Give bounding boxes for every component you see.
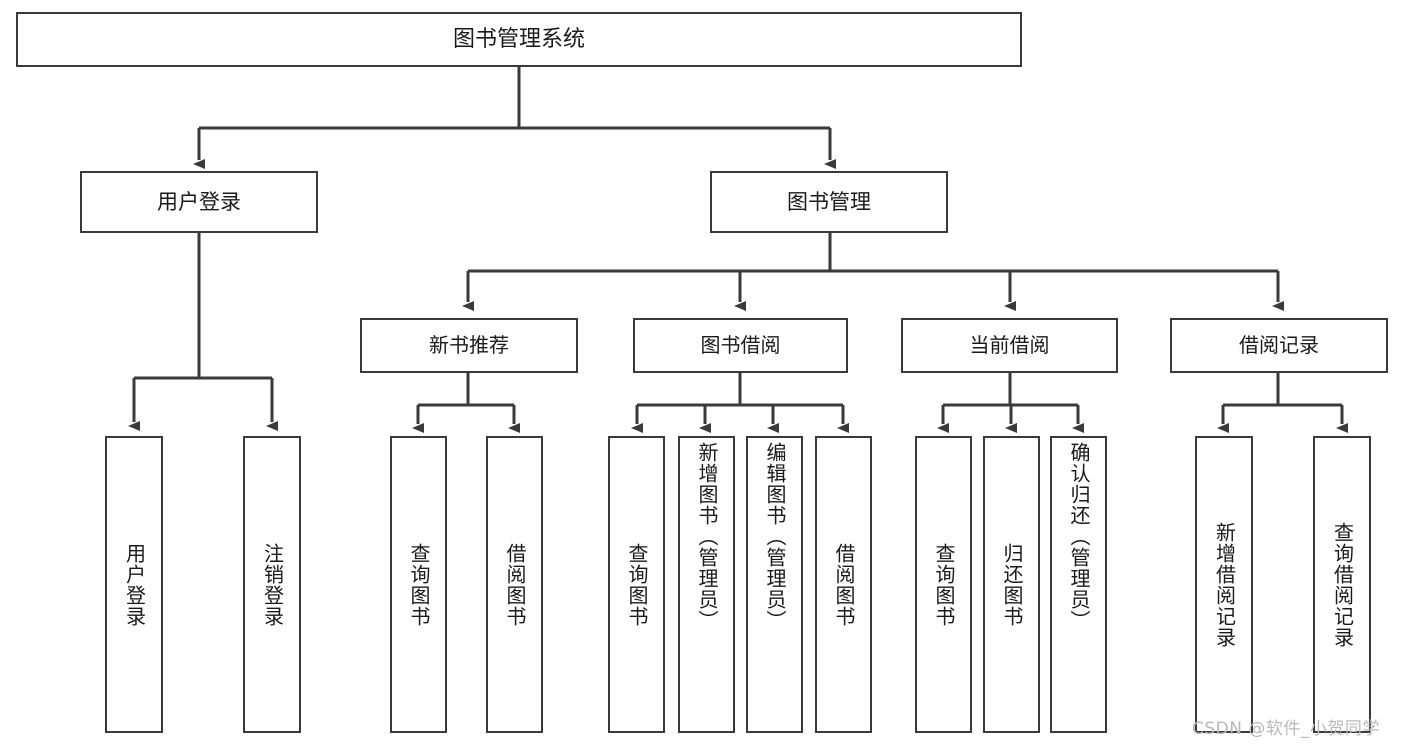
watermark-text: CSDN @软件_小贺同学 — [1192, 719, 1380, 739]
node-current-borrow[interactable]: 当前借阅 — [901, 318, 1118, 373]
node-book-borrow[interactable]: 图书借阅 — [633, 318, 848, 373]
leaf-edit-book[interactable]: 编辑图书（管理员） — [746, 436, 803, 733]
leaf-query-book-1[interactable]: 查询图书 — [390, 436, 447, 733]
node-borrow-record[interactable]: 借阅记录 — [1170, 318, 1388, 373]
node-user-login[interactable]: 用户登录 — [80, 171, 318, 233]
leaf-borrow-book-2[interactable]: 借阅图书 — [815, 436, 872, 733]
leaf-borrow-book-1[interactable]: 借阅图书 — [486, 436, 543, 733]
leaf-query-book-2[interactable]: 查询图书 — [608, 436, 665, 733]
leaf-return-book[interactable]: 归还图书 — [983, 436, 1040, 733]
leaf-add-record[interactable]: 新增借阅记录 — [1195, 436, 1253, 733]
leaf-user-logout[interactable]: 注销登录 — [243, 436, 301, 733]
node-new-book-recommend[interactable]: 新书推荐 — [360, 318, 578, 373]
leaf-query-record[interactable]: 查询借阅记录 — [1313, 436, 1371, 733]
leaf-confirm-return[interactable]: 确认归还（管理员） — [1050, 436, 1107, 733]
leaf-user-login[interactable]: 用户登录 — [105, 436, 163, 733]
node-book-manage[interactable]: 图书管理 — [710, 171, 948, 233]
leaf-query-book-3[interactable]: 查询图书 — [915, 436, 972, 733]
leaf-add-book[interactable]: 新增图书（管理员） — [678, 436, 735, 733]
node-root[interactable]: 图书管理系统 — [16, 12, 1022, 67]
